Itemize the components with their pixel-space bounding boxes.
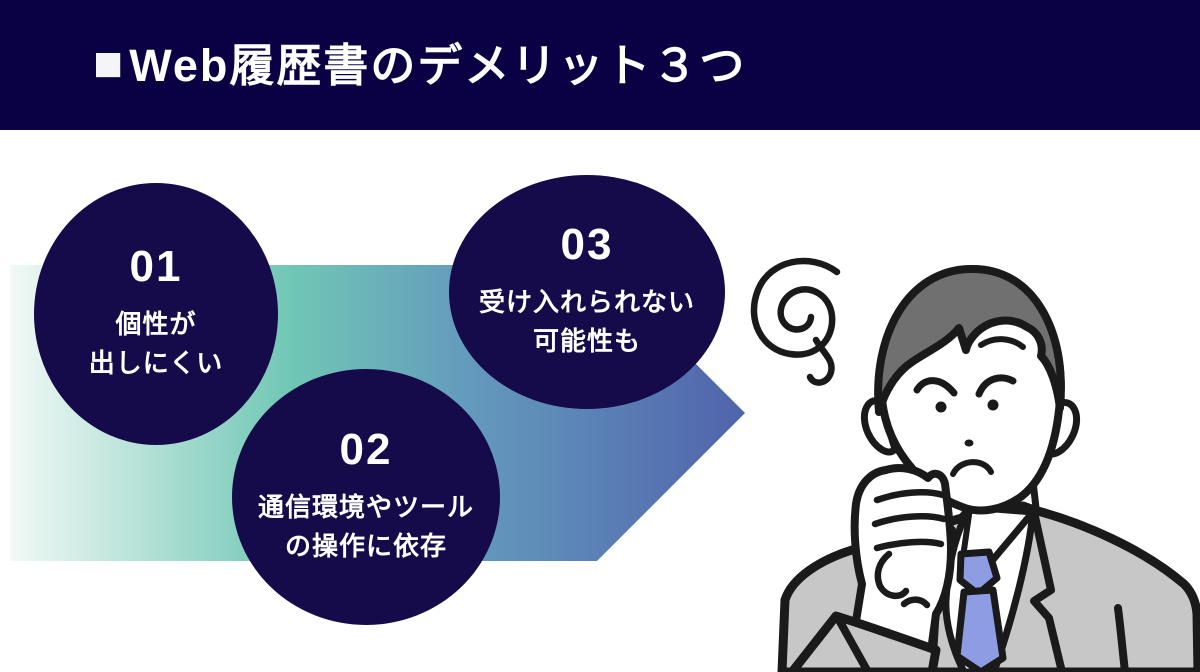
frown-mouth xyxy=(950,459,994,477)
item-text-line: の操作に依存 xyxy=(284,531,447,561)
item-number: 01 xyxy=(129,242,183,291)
demerit-item-03: 03 受け入れられない 可能性も xyxy=(449,175,725,409)
worried-businessman-illustration xyxy=(750,257,1200,672)
nose xyxy=(964,439,974,447)
item-text-line: 通信環境やツール xyxy=(257,492,474,522)
left-eye xyxy=(935,401,947,413)
frustration-squiggle-icon xyxy=(750,257,841,386)
page-title: Web履歴書のデメリット３つ xyxy=(129,39,747,91)
left-eyebrow xyxy=(913,377,958,397)
right-eyebrow xyxy=(975,374,1017,398)
demerit-item-01: 01 個性が 出しにくい xyxy=(34,183,278,445)
item-text-line: 出しにくい xyxy=(88,348,224,378)
header-banner: ■ Web履歴書のデメリット３つ xyxy=(0,0,1200,130)
hair xyxy=(874,264,1065,416)
item-number: 03 xyxy=(560,220,614,269)
demerit-item-02: 02 通信環境やツール の操作に依存 xyxy=(232,369,500,625)
item-text-line: 個性が xyxy=(115,309,197,339)
necktie xyxy=(953,548,1007,672)
suit-sleeve xyxy=(787,611,941,672)
right-eye xyxy=(987,399,999,411)
item-text-line: 受け入れられない xyxy=(478,287,695,317)
title-bullet-icon: ■ xyxy=(93,35,124,91)
item-text-line: 可能性も xyxy=(532,326,641,356)
item-number: 02 xyxy=(339,425,393,474)
